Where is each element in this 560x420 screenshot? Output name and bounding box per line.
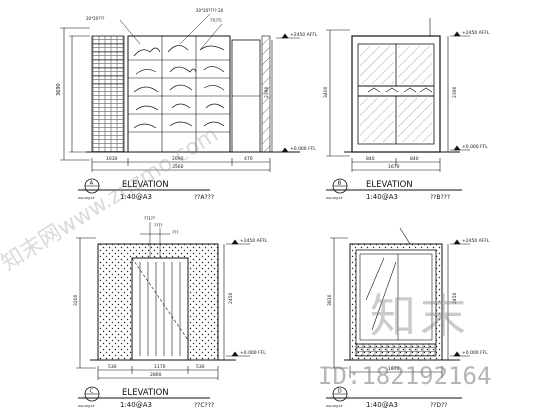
dim-right-c: 2450 [228,292,234,304]
subtitle-a: ??A??? [194,194,214,201]
callout-a-2: 20*20????-20 [196,8,224,13]
dim-right-a: 2390 [264,86,270,98]
dim-right-d: 2450 [452,292,458,304]
dim-b-2: 840 [410,156,419,162]
level-bottom-b: +0.000 FFL [462,144,488,150]
level-top-d: +2450 AFFL [462,238,490,244]
elevation-c: 3200 ??1?? ???? ??? [73,216,268,409]
bubble-letter-c: C [90,389,94,395]
elevation-a: 3690 [56,8,318,201]
dim-c-2: 1170 [154,364,166,370]
subtitle-d: ??D?? [430,402,447,409]
level-top-b: +2450 AFFL [462,30,490,36]
elevation-d: 3830 +2450 AFFL +0.000 FFL 2450 167 [326,227,490,409]
dim-right-b: 2390 [452,86,458,98]
title-a: ELEVATION [122,180,169,190]
dim-d-total: 1670 [388,366,400,372]
dim-c-1: 530 [108,364,117,370]
callout-a-3: ??(??) [210,18,222,23]
dim-b-total: 1670 [388,164,400,170]
callout-c-3: ??? [172,230,178,235]
scale-b: 1:40@A3 [366,193,398,201]
dim-b-1: 840 [366,156,375,162]
dim-left-b: 3400 [323,86,329,98]
dim-a-total: 3560 [172,164,184,170]
level-top-c: +2450 AFFL [240,238,268,244]
scale-a: 1:40@A3 [120,193,152,201]
subtitle-b: ??B??? [430,194,450,201]
level-top-a: +2450 AFFL [290,32,318,38]
dim-a-1: 1030 [106,156,118,162]
title-b: ELEVATION [366,180,413,190]
bubble-ref-b: ZQLSEJJ-03 [326,196,343,200]
callout-c-1: ??1?? [144,216,155,221]
dim-a-2: 2090 [172,156,184,162]
dim-left-a: 3690 [56,83,62,96]
elevation-b: 3400 +2450 AFFL +0.000 FFL 2390 [323,18,490,201]
dim-left-d: 3830 [327,294,333,306]
dim-c-total: 2860 [150,372,162,378]
bubble-letter-d: D [338,389,342,395]
bubble-letter-b: B [338,181,342,187]
scale-c: 1:40@A3 [120,401,152,409]
bubble-ref-d: ZQLSEJJ-03 [326,404,343,408]
dim-left-c: 3200 [73,294,79,306]
level-bottom-d: +0.000 FFL [462,350,488,356]
bubble-ref-a: ZQLSEJJ-03 [78,196,95,200]
title-c: ELEVATION [122,388,169,398]
callout-a-1: 20*20??? [86,16,105,21]
scale-d: 1:40@A3 [366,401,398,409]
level-bottom-c: +0.000 FFL [240,350,266,356]
dim-a-3: 470 [244,156,253,162]
callout-c-2: ???? [154,223,163,228]
level-bottom-a: +0.000 FFL [290,146,316,152]
bubble-ref-c: ZQLSEJJ-03 [78,404,95,408]
dim-c-3: 530 [196,364,205,370]
bubble-letter-a: A [90,181,94,187]
subtitle-c: ??C??? [194,402,214,409]
